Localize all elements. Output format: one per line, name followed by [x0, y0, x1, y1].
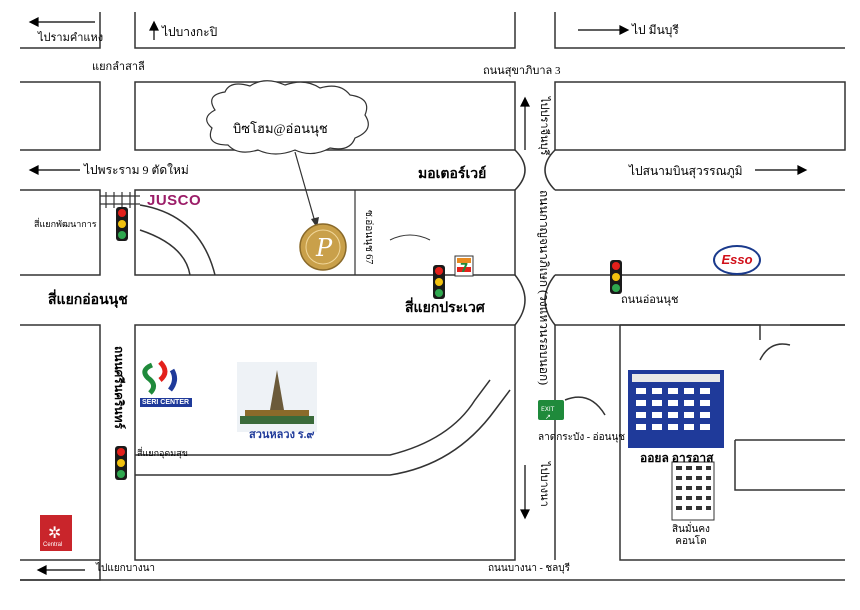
condo-building-icon: [671, 461, 715, 521]
traffic-light-icon: [433, 265, 445, 299]
all-seasons-building-icon: [628, 370, 724, 448]
condo-label: สินมั่นคง คอนโด: [672, 524, 710, 547]
kanchanaphisek-road-label: ถนนกาญจนาภิเษก (วงแหวนรอบนอก): [537, 190, 551, 386]
motorway-label: มอเตอร์เวย์: [418, 167, 487, 182]
to-rama9-new-label: ไปพระราม 9 ตัดใหม่: [84, 163, 189, 177]
seri-center-label: SERI CENTER: [142, 399, 190, 406]
lat-krabang-exit-label: ลาดกระบัง - อ่อนนุช: [538, 432, 626, 443]
all-seasons-label: ออยล อารอาส: [640, 451, 714, 465]
jusco-logo: JUSCO: [147, 192, 202, 209]
to-suvarnabhumi-label: ไปสนามบินสุวรรณภูมิ: [629, 164, 743, 178]
pattanakarn-intersection-label: สี่แยกพัฒนาการ: [34, 219, 97, 229]
central-label: Central: [43, 542, 63, 548]
to-ram-khamhaeng-label: ไปรามคำแหง: [38, 32, 104, 44]
bang-na-chonburi-road-label: ถนนบางนา - ชลบุรี: [488, 563, 570, 574]
srinakarin-road-label: ถนนศรีนครินทร์: [112, 346, 126, 429]
traffic-light-icon: [610, 260, 622, 294]
traffic-light-icon: [115, 446, 127, 480]
suan-luang-pavilion-icon: [237, 362, 317, 432]
soi-onnut-67-label: ซ.อ่อนนุช 67: [363, 210, 374, 265]
suan-luang-label: สวนหลวง ร.๙: [249, 429, 315, 441]
to-min-buri-label: ไป มีนบุรี: [632, 23, 679, 37]
svg-text:↗: ↗: [545, 413, 551, 421]
hotel-callout-label: บิซโฮม@อ่อนนุช: [233, 121, 328, 136]
central-logo-icon: ✲: [40, 515, 72, 551]
hotel-logo-icon: P: [299, 223, 347, 271]
to-bang-na-intersection-label: ไปแยกบางนา: [96, 563, 156, 574]
esso-logo: Esso: [713, 245, 761, 275]
svg-text:✲: ✲: [48, 523, 61, 542]
to-bang-kapi-label: ไปบางกะปิ: [162, 25, 218, 39]
svg-text:7: 7: [460, 261, 468, 275]
prawet-intersection-label: สี่แยกประเวศ: [405, 301, 485, 316]
on-nut-road-label: ถนนอ่อนนุช: [621, 294, 679, 306]
udomsuk-intersection-label: สี่แยกอุดมสุข: [137, 448, 188, 458]
to-bang-na-label: ไปบางนา: [538, 462, 550, 507]
svg-text:EXIT: EXIT: [541, 406, 555, 413]
seven-eleven-icon: 7: [454, 255, 474, 277]
traffic-light-icon: [116, 207, 128, 241]
exit-sign-icon: EXIT ↗: [538, 400, 564, 421]
lam-sali-intersection-label: แยกลำสาลี: [92, 61, 145, 73]
seri-center-logo-icon: [140, 360, 192, 407]
to-prachinburi-label: ไปปราจีนบุรี: [538, 97, 550, 156]
sukhaphiban-3-road-label: ถนนสุขาภิบาล 3: [483, 65, 561, 77]
svg-text:P: P: [315, 234, 333, 262]
on-nut-intersection-label: สี่แยกอ่อนนุช: [48, 293, 128, 308]
